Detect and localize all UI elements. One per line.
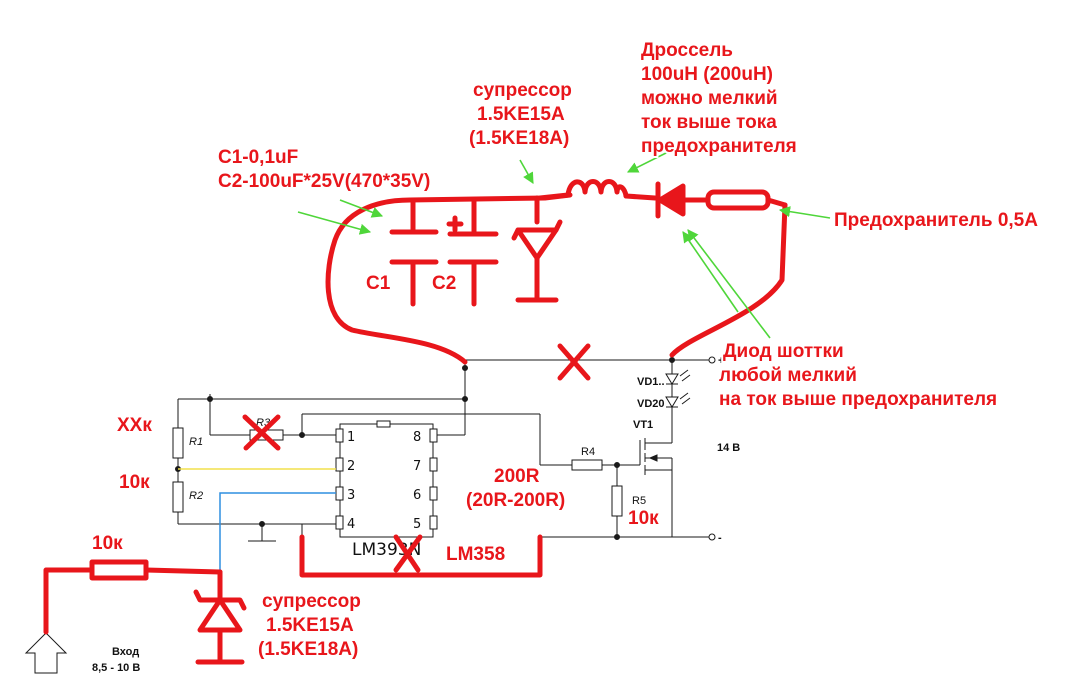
suppressor-top-label-1: супрессор (473, 80, 572, 101)
choke-label-3: можно мелкий (641, 88, 778, 109)
suppressor-bottom-label-2: 1.5KE15A (266, 615, 354, 636)
resistor-r1 (172, 427, 184, 459)
resistor-r5 (611, 485, 623, 517)
resistor-r4 (571, 459, 603, 471)
pointer-diode-2 (687, 229, 771, 339)
pin-2: 2 (347, 459, 355, 474)
pointer-fuse (778, 206, 831, 219)
cross-mark-chip (393, 534, 423, 573)
mosfet-vt1 (639, 438, 673, 537)
r4-value-label-1: 200R (494, 466, 540, 487)
suppressor-top-label-2: 1.5KE15A (477, 104, 565, 125)
pointer-cap-1 (339, 199, 384, 218)
pointer-cap-2 (297, 211, 372, 235)
r2-label: R2 (189, 490, 203, 502)
choke-icon (565, 179, 629, 199)
r4-value-label-2: (20R-200R) (466, 490, 565, 511)
input-resistor-icon (89, 559, 149, 581)
input-range: 8,5 - 10 В (92, 662, 140, 674)
cross-mark-rail (557, 343, 591, 381)
r1-label: R1 (189, 436, 203, 448)
led-vd1 (665, 369, 691, 385)
red-drawing (43, 179, 788, 665)
r4-label: R4 (581, 446, 595, 458)
pin-3: 3 (347, 488, 355, 503)
red-loop-wire (325, 192, 573, 365)
diode-label-1: Диод шоттки (723, 341, 844, 362)
choke-label-5: предохранителя (641, 136, 797, 157)
vd20-label: VD20 (637, 398, 665, 410)
pin-6: 6 (413, 488, 421, 503)
pointer-arrows (297, 151, 831, 339)
choke-label-4: ток выше тока (641, 112, 777, 133)
capacitor-c2 (446, 197, 499, 307)
pointer-diode-1 (682, 231, 739, 313)
pin-8: 8 (413, 430, 421, 445)
pin-1: 1 (347, 430, 355, 445)
r5-value-label: 10к (628, 508, 659, 529)
fuse-label: Предохранитель 0,5А (834, 210, 1038, 231)
original-schematic (172, 356, 716, 577)
suppressor-bottom-icon (193, 569, 247, 665)
chip-body (339, 423, 434, 538)
r1-value-label: XXк (117, 415, 152, 436)
choke-label-2: 100uH (200uH) (641, 64, 773, 85)
vd1-label: VD1.. (637, 376, 665, 388)
caps-label-2: C2-100uF*25V(470*35V) (218, 171, 430, 192)
suppressor-top-icon (511, 195, 563, 303)
r5-label: R5 (632, 495, 646, 507)
annotations: Дроссель 100uH (200uH) можно мелкий ток … (90, 38, 1040, 662)
chip-replacement-box (299, 534, 543, 578)
pin-7: 7 (413, 459, 421, 474)
diode-label-2: любой мелкий (719, 365, 857, 386)
r2-value-label: 10к (119, 472, 150, 493)
voltage-label: 14 В (717, 442, 740, 454)
input-resistor-label: 10к (92, 533, 123, 554)
cross-mark-r3 (242, 414, 281, 451)
chip-replacement-label: LM358 (446, 544, 505, 565)
fuse-icon (705, 189, 771, 211)
suppressor-top-label-3: (1.5KE18A) (469, 128, 569, 149)
vt1-label: VT1 (633, 419, 653, 431)
diode-icon (655, 181, 686, 219)
input-arrow-icon (24, 632, 68, 674)
wire-blue (219, 492, 336, 572)
caps-label-1: C1-0,1uF (218, 147, 298, 168)
choke-label-1: Дроссель (641, 40, 733, 61)
led-vd20 (665, 392, 691, 408)
chip-pin-boxes (335, 428, 438, 530)
minus-terminal: - (718, 532, 722, 544)
pin-5: 5 (413, 517, 421, 532)
diode-label-3: на ток выше предохранителя (719, 389, 997, 410)
pin-4: 4 (347, 517, 355, 532)
c2-label: C2 (432, 273, 456, 294)
pointer-suppressor-top (519, 159, 534, 184)
capacitor-c1 (389, 197, 439, 307)
suppressor-bottom-label-3: (1.5KE18A) (258, 639, 358, 660)
input-title: Вход (112, 646, 139, 658)
resistor-r2 (172, 481, 184, 513)
input-red-wire (43, 567, 95, 635)
plus-terminal: + (718, 355, 724, 367)
c1-label: C1 (366, 273, 391, 294)
pointer-choke (626, 151, 669, 173)
suppressor-bottom-label-1: супрессор (262, 591, 361, 612)
